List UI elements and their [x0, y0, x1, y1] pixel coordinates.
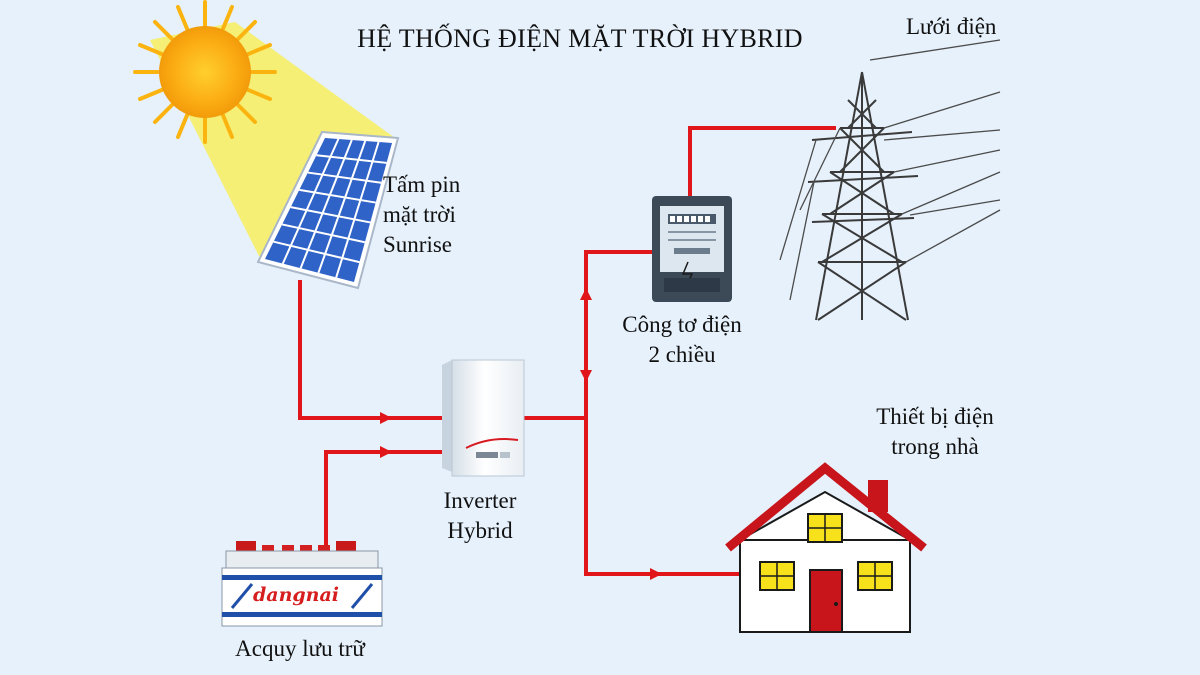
solar-panel-label-line-3: Sunrise	[383, 232, 452, 257]
grid-label: Lưới điện	[906, 14, 997, 39]
electric-meter-icon	[652, 196, 732, 302]
battery-label: Acquy lưu trữ	[235, 636, 365, 661]
wires	[298, 126, 836, 576]
battery-brand-logo: dangnai	[253, 584, 339, 606]
meter-label-line-2: 2 chiều	[648, 342, 716, 367]
wire-junction-meter	[584, 250, 660, 418]
house-icon	[725, 462, 927, 633]
inverter-label-line-1: Inverter	[443, 488, 517, 513]
door-icon	[809, 569, 843, 633]
inverter-label-line-2: Hybrid	[447, 518, 513, 543]
wire-junction-house	[584, 418, 742, 576]
inverter-icon	[442, 359, 525, 477]
meter-label: Công tơ điện 2 chiều	[582, 310, 782, 370]
sun-icon	[133, 0, 277, 144]
meter-label-line-1: Công tơ điện	[622, 312, 742, 337]
wire-panel-inverter	[298, 280, 442, 420]
appliances-label-line-1: Thiết bị điện	[876, 404, 994, 429]
inverter-label: Inverter Hybrid	[405, 486, 555, 546]
solar-panel-label: Tấm pin mặt trời Sunrise	[383, 170, 460, 260]
battery-icon	[221, 541, 383, 627]
appliances-label-line-2: trong nhà	[891, 434, 979, 459]
wire-meter-grid	[688, 126, 836, 198]
wire-battery-inverter	[324, 450, 442, 546]
solar-panel-label-line-2: mặt trời	[383, 202, 456, 227]
power-tower-icon	[779, 39, 1001, 321]
diagram-title: HỆ THỐNG ĐIỆN MẶT TRỜI HYBRID	[357, 24, 803, 53]
solar-panel-icon	[256, 130, 400, 290]
solar-panel-label-line-1: Tấm pin	[383, 172, 461, 197]
appliances-label: Thiết bị điện trong nhà	[830, 402, 1040, 462]
flow-arrows	[380, 288, 662, 580]
